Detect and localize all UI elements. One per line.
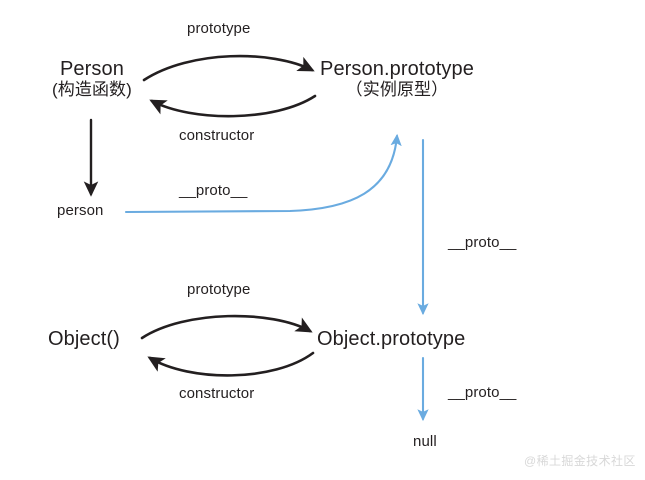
node-person-prototype-subtitle: （实例原型） (345, 80, 449, 100)
node-null[interactable]: null (413, 433, 437, 450)
node-person-constructor-subtitle: (构造函数) (52, 80, 132, 100)
edge-label-proto-chain-mid: __proto__ (448, 234, 517, 251)
edge-label-constructor-bottom: constructor (179, 385, 255, 402)
edge-label-prototype-top: prototype (187, 20, 251, 37)
watermark: @稀土掘金技术社区 (524, 454, 636, 468)
node-person-constructor-title: Person (59, 58, 124, 80)
edge-instance-to-person-prototype (124, 133, 402, 214)
edge-object-prototype-to-object (147, 351, 315, 377)
node-person-instance[interactable]: person (57, 202, 104, 219)
edge-person-prototype-to-person (149, 94, 317, 118)
node-object-prototype[interactable]: Object.prototype (317, 328, 466, 350)
node-person-prototype[interactable]: Person.prototype （实例原型） (320, 58, 474, 99)
edge-label-proto-instance: __proto__ (179, 182, 248, 199)
edge-object-to-object-prototype (140, 314, 313, 340)
node-object-constructor[interactable]: Object() (48, 328, 120, 350)
edge-person-to-person-prototype (142, 54, 315, 82)
node-person-constructor[interactable]: Person (构造函数) (52, 58, 132, 99)
node-person-prototype-title: Person.prototype (320, 58, 474, 80)
edge-label-proto-chain-null: __proto__ (448, 384, 517, 401)
edge-label-prototype-bottom: prototype (187, 281, 251, 298)
edge-label-constructor-top: constructor (179, 127, 255, 144)
